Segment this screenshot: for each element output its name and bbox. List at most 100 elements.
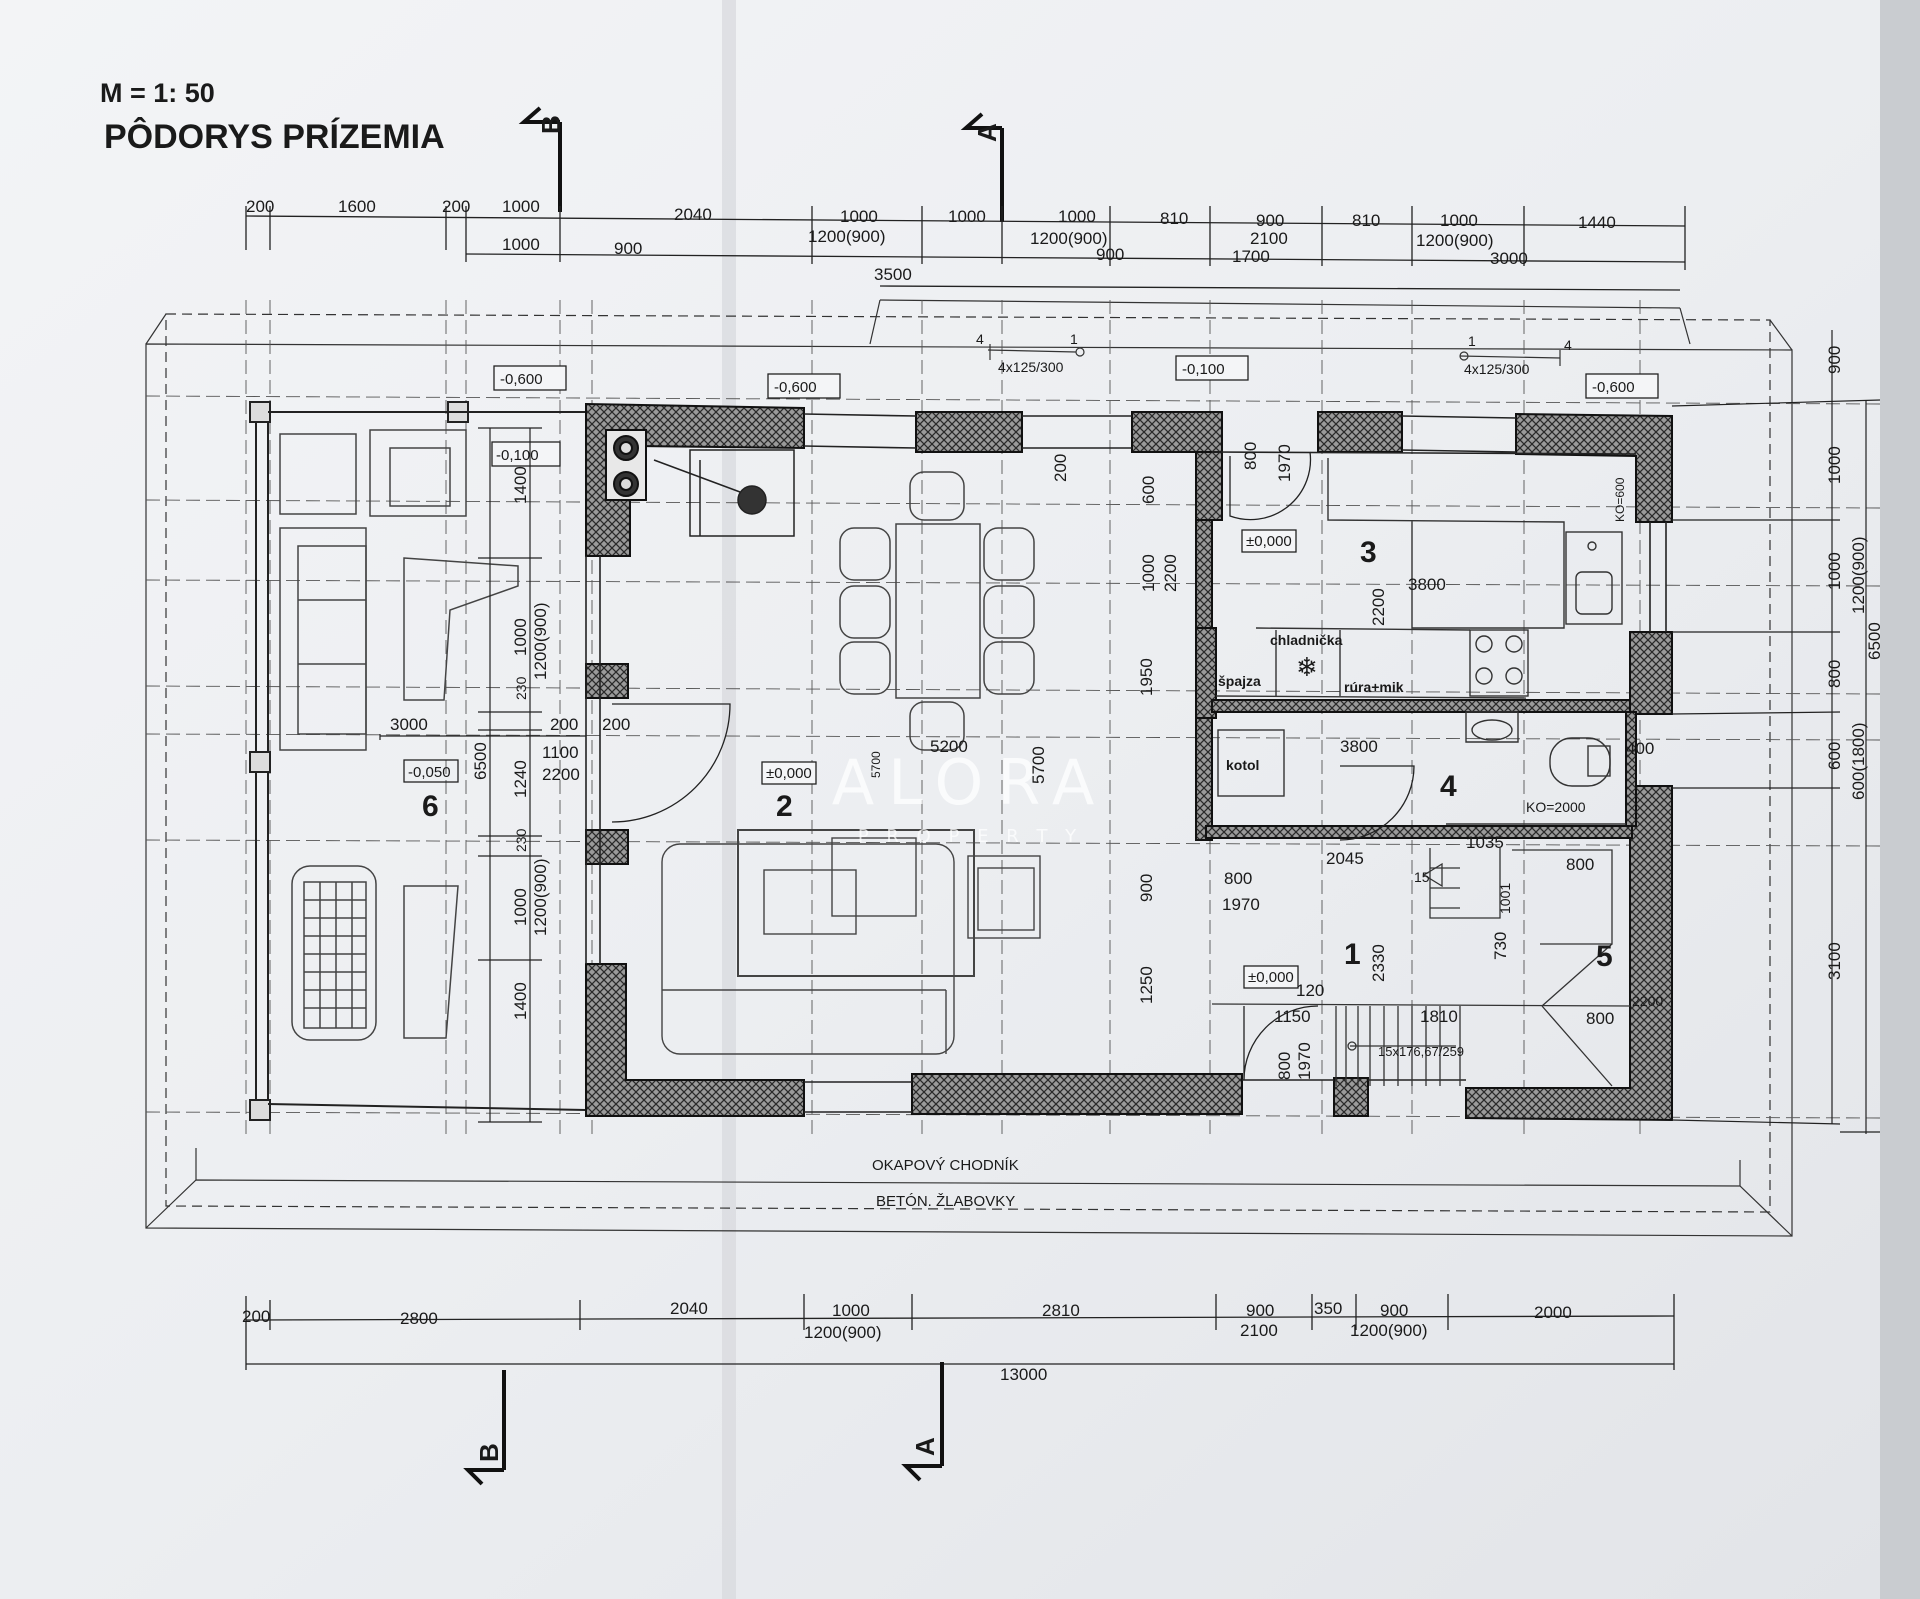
kitchen-elements (1215, 458, 1623, 699)
svg-text:1970: 1970 (1295, 1042, 1314, 1080)
svg-text:3000: 3000 (390, 715, 428, 734)
svg-text:1240: 1240 (511, 760, 530, 798)
svg-text:1001: 1001 (1497, 883, 1513, 914)
svg-text:2200: 2200 (1369, 588, 1388, 626)
svg-text:200: 200 (242, 1307, 270, 1326)
section-marker-a-bottom (901, 1362, 944, 1482)
svg-text:-0,100: -0,100 (496, 447, 539, 464)
svg-text:1200(900): 1200(900) (531, 602, 550, 680)
paper-fold-shadow (722, 0, 736, 1599)
svg-text:900: 900 (614, 239, 642, 258)
svg-text:1600: 1600 (338, 197, 376, 216)
svg-text:200: 200 (246, 197, 274, 216)
svg-text:1200(900): 1200(900) (531, 858, 550, 936)
svg-text:±0,000: ±0,000 (1248, 969, 1294, 986)
right-dimension-texts: 900 1000 1000 1200(900) 800 600 600(1800… (1825, 346, 1884, 980)
svg-text:±0,000: ±0,000 (1246, 533, 1292, 550)
svg-text:600: 600 (1825, 742, 1844, 770)
section-marker-b-top (518, 106, 562, 212)
svg-text:900: 900 (1246, 1301, 1274, 1320)
svg-text:2200: 2200 (1632, 993, 1663, 1009)
bottom-dimension-row1: 200 2800 2040 1000 2810 900 350 900 2000 (242, 1299, 1572, 1328)
room-6-number: 6 (422, 790, 439, 823)
svg-text:1970: 1970 (1275, 444, 1294, 482)
svg-text:230: 230 (513, 828, 529, 852)
right-dimension-lines (1671, 330, 1881, 1134)
svg-text:1970: 1970 (1222, 895, 1260, 914)
svg-text:1200(900): 1200(900) (808, 227, 886, 246)
svg-text:600(1800): 600(1800) (1849, 722, 1868, 800)
svg-text:400: 400 (1626, 739, 1654, 758)
svg-text:900: 900 (1096, 245, 1124, 264)
grid-lines (145, 300, 1881, 1134)
svg-text:600: 600 (1139, 476, 1158, 504)
svg-text:4: 4 (1564, 337, 1572, 353)
top-dimension-lines (245, 206, 1686, 291)
svg-text:1000: 1000 (502, 235, 540, 254)
drawing-scale: M = 1: 50 (100, 78, 215, 108)
room-5-number: 5 (1596, 940, 1613, 973)
entry-steps (987, 344, 1561, 366)
outer-outline (145, 299, 1793, 1237)
svg-text:900: 900 (1137, 874, 1156, 902)
svg-text:4x125/300: 4x125/300 (1464, 361, 1530, 377)
svg-text:200: 200 (442, 197, 470, 216)
svg-text:1000: 1000 (511, 888, 530, 926)
svg-text:1000: 1000 (502, 197, 540, 216)
svg-text:-0,600: -0,600 (774, 379, 817, 396)
svg-text:1000: 1000 (1058, 207, 1096, 226)
stairs-interior-label: 15x176,67/259 (1378, 1044, 1464, 1059)
svg-text:1200(900): 1200(900) (1350, 1321, 1428, 1340)
svg-text:800: 800 (1825, 660, 1844, 688)
svg-text:-0,100: -0,100 (1182, 361, 1225, 378)
svg-text:800: 800 (1224, 869, 1252, 888)
svg-text:200: 200 (602, 715, 630, 734)
watermark-brand: ALORA (832, 746, 1109, 819)
room-2-number: 2 (776, 790, 793, 823)
left-dimension-lines (379, 427, 586, 1123)
svg-text:1100: 1100 (542, 743, 579, 762)
svg-text:4: 4 (976, 331, 984, 347)
svg-text:1700: 1700 (1232, 247, 1270, 266)
svg-text:6500: 6500 (1865, 622, 1884, 660)
svg-text:2040: 2040 (674, 205, 712, 224)
svg-text:1035: 1035 (1466, 833, 1504, 852)
section-b-top-label: B (536, 115, 566, 134)
svg-text:900: 900 (1825, 346, 1844, 374)
svg-text:2000: 2000 (1534, 1303, 1572, 1322)
terrace-frame (249, 401, 587, 1121)
stairs-elements (1211, 848, 1631, 1087)
drawing-title: PÔDORYS PRÍZEMIA (104, 117, 445, 156)
svg-text:1: 1 (1070, 331, 1078, 347)
boiler-label: kotol (1226, 757, 1259, 773)
oven-label: rúra+mik (1344, 679, 1404, 695)
svg-text:800: 800 (1275, 1052, 1294, 1080)
svg-text:2810: 2810 (1042, 1301, 1080, 1320)
svg-text:900: 900 (1380, 1301, 1408, 1320)
svg-text:800: 800 (1241, 442, 1260, 470)
level-boxes (491, 355, 1659, 989)
svg-text:1440: 1440 (1578, 213, 1616, 232)
svg-text:1000: 1000 (1139, 554, 1158, 592)
svg-text:3000: 3000 (1490, 249, 1528, 268)
svg-text:5700: 5700 (869, 751, 883, 778)
interior-dimensions: 5200 5700 5700 3800 3800 2200 2200 1000 … (869, 442, 1663, 1080)
svg-text:6500: 6500 (471, 742, 490, 780)
svg-text:810: 810 (1160, 209, 1188, 228)
svg-text:2800: 2800 (400, 1309, 438, 1328)
svg-text:1200(900): 1200(900) (1030, 229, 1108, 248)
svg-text:1000: 1000 (1825, 552, 1844, 590)
fridge-label: chladnička (1270, 632, 1343, 648)
top-dimension-row3: 3500 (874, 265, 912, 284)
fireplace (653, 449, 795, 537)
terrace-level: -0,050 (408, 764, 451, 781)
section-b-bottom-label: B (474, 1443, 504, 1462)
svg-text:3800: 3800 (1340, 737, 1378, 756)
svg-text:3800: 3800 (1408, 575, 1446, 594)
svg-text:2040: 2040 (670, 1299, 708, 1318)
svg-text:3500: 3500 (874, 265, 912, 284)
bottom-dimension-row2: 1200(900) 2100 1200(900) (804, 1321, 1428, 1342)
svg-text:810: 810 (1352, 211, 1380, 230)
